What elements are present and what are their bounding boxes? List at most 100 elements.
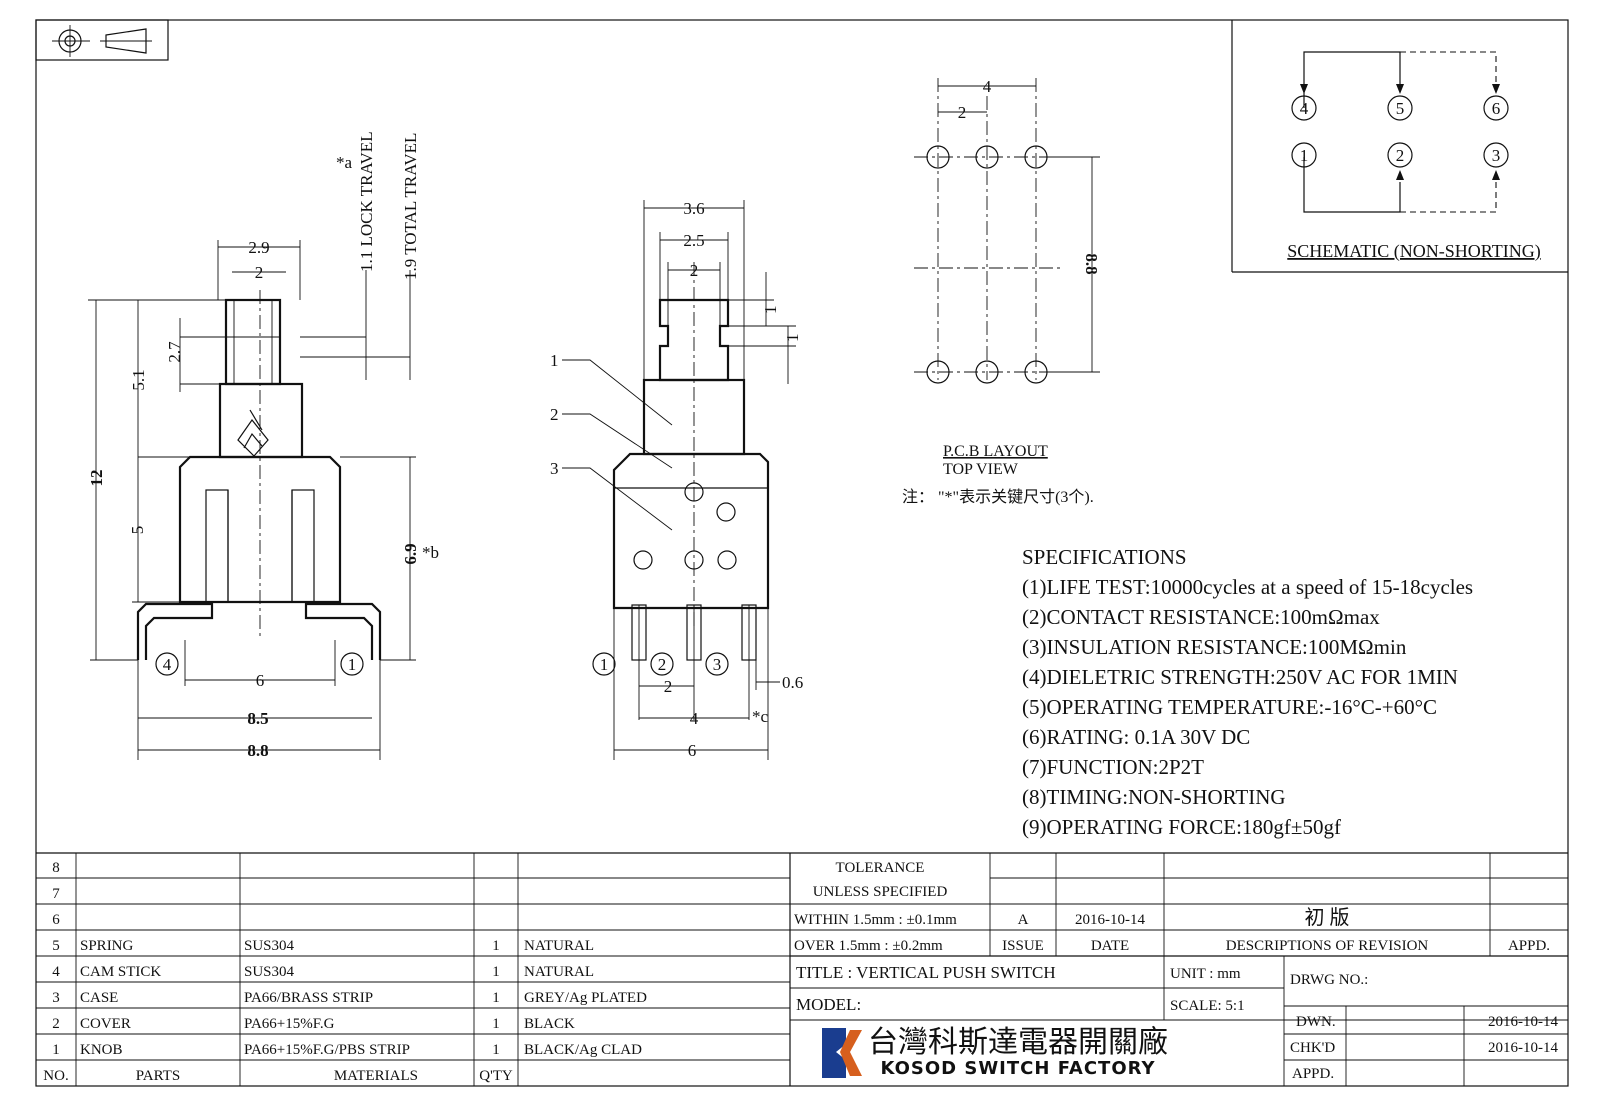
lock-travel-label: 1.1 LOCK TRAVEL	[357, 131, 376, 272]
svg-text:4: 4	[52, 964, 60, 980]
schematic-title: SCHEMATIC (NON-SHORTING)	[1287, 241, 1540, 262]
pcb-layout-title: P.C.B LAYOUT	[943, 443, 1048, 460]
spec-item: (1)LIFE TEST:10000cycles at a speed of 1…	[1022, 575, 1473, 599]
pcb-dim-2: 2	[958, 103, 967, 122]
svg-text:NO.: NO.	[43, 1068, 68, 1084]
spec-item: (9)OPERATING FORCE:180gf±50gf	[1022, 815, 1341, 839]
dim-1-a: 1	[761, 306, 780, 315]
projection-symbol	[35, 19, 169, 61]
dim-2: 2	[255, 263, 264, 282]
revision-description: 初 版	[1305, 906, 1350, 929]
chkd-label: CHK'D	[1290, 1040, 1335, 1056]
appd-label: APPD.	[1292, 1066, 1334, 1082]
unit-label: UNIT : mm	[1170, 966, 1241, 982]
part-callout-3: 3	[550, 459, 559, 478]
pcb-layout: 4 2 8.8 P.C.B LAYOUT TOP VIEW 注： "*"表示关键…	[902, 77, 1101, 506]
bom-no: 6	[52, 912, 60, 928]
svg-text:CASE: CASE	[80, 990, 118, 1006]
svg-text:1: 1	[52, 1042, 60, 1058]
pin-label: 3	[713, 655, 722, 674]
scale-label: SCALE: 5:1	[1170, 998, 1245, 1014]
pcb-hole	[926, 145, 950, 169]
svg-text:1: 1	[492, 938, 500, 954]
svg-text:NATURAL: NATURAL	[524, 938, 594, 954]
svg-text:1: 1	[492, 1042, 500, 1058]
pcb-top-view-label: TOP VIEW	[943, 461, 1019, 478]
svg-text:2: 2	[52, 1016, 60, 1032]
critical-mark-b: *b	[422, 543, 439, 562]
svg-text:SUS304: SUS304	[244, 964, 295, 980]
description-header: DESCRIPTIONS OF REVISION	[1226, 938, 1429, 954]
dwn-label: DWN.	[1296, 1014, 1336, 1030]
pin-label: 5	[1396, 99, 1405, 118]
bom-table: 8 7 6 5 SPRING SUS304 1 NATURAL 4 CAM ST…	[36, 852, 1568, 1086]
svg-text:BLACK/Ag CLAD: BLACK/Ag CLAD	[524, 1042, 642, 1058]
front-view: 1 2 3 1 2 3 3.6 2.5 2 1 1 2	[550, 199, 803, 760]
svg-text:1: 1	[492, 1016, 500, 1032]
svg-text:CAM STICK: CAM STICK	[80, 964, 161, 980]
side-pin-1: 1	[340, 652, 364, 676]
schematic-pin-2: 2	[1387, 142, 1413, 168]
dim-6: 6	[256, 671, 265, 690]
dim-1-b: 1	[783, 334, 802, 343]
dim-5-1: 5.1	[129, 369, 148, 390]
dim-3-6: 3.6	[683, 199, 704, 218]
dim-2-9: 2.9	[248, 238, 269, 257]
side-pin-4: 4	[155, 652, 179, 676]
schematic-pin-6: 6	[1483, 95, 1509, 121]
pcb-hole	[975, 145, 999, 169]
critical-mark-c: *c	[752, 707, 769, 726]
company-name-en: KOSOD SWITCH FACTORY	[880, 1058, 1155, 1079]
svg-text:GREY/Ag PLATED: GREY/Ag PLATED	[524, 990, 647, 1006]
pin-label: 3	[1492, 146, 1501, 165]
svg-text:3: 3	[52, 990, 60, 1006]
spec-item: (2)CONTACT RESISTANCE:100mΩmax	[1022, 605, 1380, 629]
drawing-title: TITLE : VERTICAL PUSH SWITCH	[796, 963, 1056, 982]
company-name-cn: 台灣科斯達電器開關廠	[868, 1025, 1168, 1060]
date-header: DATE	[1091, 938, 1129, 954]
schematic-pin-5: 5	[1387, 95, 1413, 121]
dim-2-bottom: 2	[664, 677, 673, 696]
svg-text:Q'TY: Q'TY	[479, 1068, 513, 1084]
spec-item: (7)FUNCTION:2P2T	[1022, 755, 1204, 779]
schematic: 4 5 6 1 2 3 SCHEMATIC (NON-SHORTING)	[1231, 20, 1568, 273]
dim-0-6: 0.6	[782, 673, 803, 692]
company-logo	[822, 1028, 862, 1078]
pin-label: 4	[163, 655, 172, 674]
bom-row: 2 COVER PA66+15%F.G 1 BLACK	[52, 1016, 575, 1032]
specifications: SPECIFICATIONS (1)LIFE TEST:10000cycles …	[1022, 545, 1473, 839]
front-pin-1: 1	[592, 652, 616, 676]
bom-row: 3 CASE PA66/BRASS STRIP 1 GREY/Ag PLATED	[52, 990, 647, 1006]
pcb-hole	[926, 360, 950, 384]
svg-text:SUS304: SUS304	[244, 938, 295, 954]
dim-2-5: 2.5	[683, 231, 704, 250]
schematic-pin-4: 4	[1291, 95, 1317, 121]
bom-row: 1 KNOB PA66+15%F.G/PBS STRIP 1 BLACK/Ag …	[52, 1042, 642, 1058]
svg-text:BLACK: BLACK	[524, 1016, 575, 1032]
svg-text:KNOB: KNOB	[80, 1042, 123, 1058]
pcb-hole	[1024, 145, 1048, 169]
pin-label: 2	[1396, 146, 1405, 165]
critical-mark-a: *a	[336, 153, 353, 172]
tolerance-over: OVER 1.5mm : ±0.2mm	[794, 938, 943, 954]
spec-item: (8)TIMING:NON-SHORTING	[1022, 785, 1286, 809]
svg-text:SPRING: SPRING	[80, 938, 134, 954]
svg-text:COVER: COVER	[80, 1016, 131, 1032]
bom-no: 8	[52, 860, 60, 876]
part-callout-1: 1	[550, 351, 559, 370]
pcb-dim-8-8: 8.8	[1082, 253, 1101, 274]
bom-no: 7	[52, 886, 60, 902]
revision-date: 2016-10-14	[1075, 912, 1145, 928]
svg-text:PARTS: PARTS	[136, 1068, 180, 1084]
front-pin-3: 3	[705, 652, 729, 676]
tolerance-within: WITHIN 1.5mm : ±0.1mm	[794, 912, 957, 928]
pin-label: 6	[1492, 99, 1501, 118]
pin-label: 2	[658, 655, 667, 674]
bom-row: 4 CAM STICK SUS304 1 NATURAL	[52, 964, 594, 980]
spec-item: (4)DIELETRIC STRENGTH:250V AC FOR 1MIN	[1022, 665, 1458, 689]
svg-text:PA66+15%F.G/PBS STRIP: PA66+15%F.G/PBS STRIP	[244, 1042, 410, 1058]
dim-8-5: 8.5	[247, 709, 268, 728]
dim-2-top: 2	[690, 261, 699, 280]
bom-header: NO. PARTS MATERIALS Q'TY	[43, 1068, 513, 1084]
